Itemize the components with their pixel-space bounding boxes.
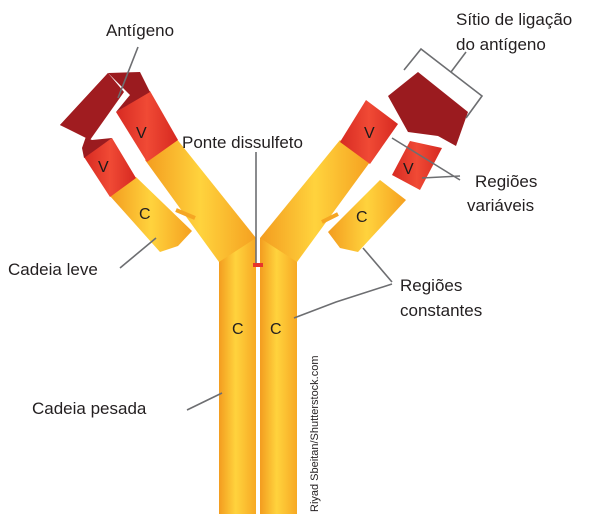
label-constant-regions-line2: constantes bbox=[400, 301, 482, 320]
right-interchain-bond bbox=[321, 212, 339, 224]
left-heavy-v-letter: V bbox=[136, 125, 147, 142]
label-binding-site-line2: do antígeno bbox=[456, 35, 546, 54]
right-heavy-v-letter: V bbox=[364, 125, 375, 142]
left-interchain-bond bbox=[175, 208, 196, 220]
right-heavy-arm bbox=[260, 140, 370, 262]
variable-leader-lower bbox=[421, 175, 461, 179]
left-heavy-variable-region bbox=[116, 91, 178, 162]
image-credit: Riyad Sbeitan/Shutterstock.com bbox=[309, 355, 321, 512]
constant-leader-upper bbox=[362, 247, 393, 283]
heavy-chain-left-stem bbox=[219, 238, 256, 514]
left-heavy-arm bbox=[145, 138, 256, 262]
heavy-chain-right-stem bbox=[260, 238, 297, 514]
label-disulfide-bridge: Ponte dissulfeto bbox=[182, 133, 303, 152]
right-stem-c-letter: C bbox=[270, 321, 282, 338]
right-heavy-variable-region bbox=[340, 100, 398, 164]
antigen-leader bbox=[117, 46, 139, 99]
right-light-c-letter: C bbox=[356, 209, 368, 226]
disulfide-bridge-bond bbox=[253, 263, 263, 267]
left-light-chain bbox=[84, 138, 192, 252]
right-light-v-letter: V bbox=[403, 161, 414, 178]
label-binding-site-line1: Sítio de ligação bbox=[456, 10, 572, 29]
left-antigen-block bbox=[60, 73, 124, 140]
left-stem-c-letter: C bbox=[232, 321, 244, 338]
right-light-chain bbox=[328, 141, 442, 252]
label-variable-regions-line2: variáveis bbox=[467, 196, 534, 215]
label-constant-regions-line1: Regiões bbox=[400, 276, 462, 295]
label-light-chain: Cadeia leve bbox=[8, 260, 98, 279]
label-variable-regions-line1: Regiões bbox=[475, 172, 537, 191]
light-chain-leader bbox=[119, 237, 157, 269]
constant-leader-lower bbox=[293, 283, 393, 319]
heavy-chain-leader bbox=[186, 392, 223, 411]
binding-site-bracket bbox=[403, 47, 484, 119]
right-antigen bbox=[388, 72, 468, 146]
left-light-v-letter: V bbox=[98, 159, 109, 176]
label-antigen: Antígeno bbox=[106, 21, 174, 40]
label-heavy-chain: Cadeia pesada bbox=[32, 399, 147, 418]
left-light-c-letter: C bbox=[139, 206, 151, 223]
variable-leader-upper bbox=[391, 137, 461, 181]
